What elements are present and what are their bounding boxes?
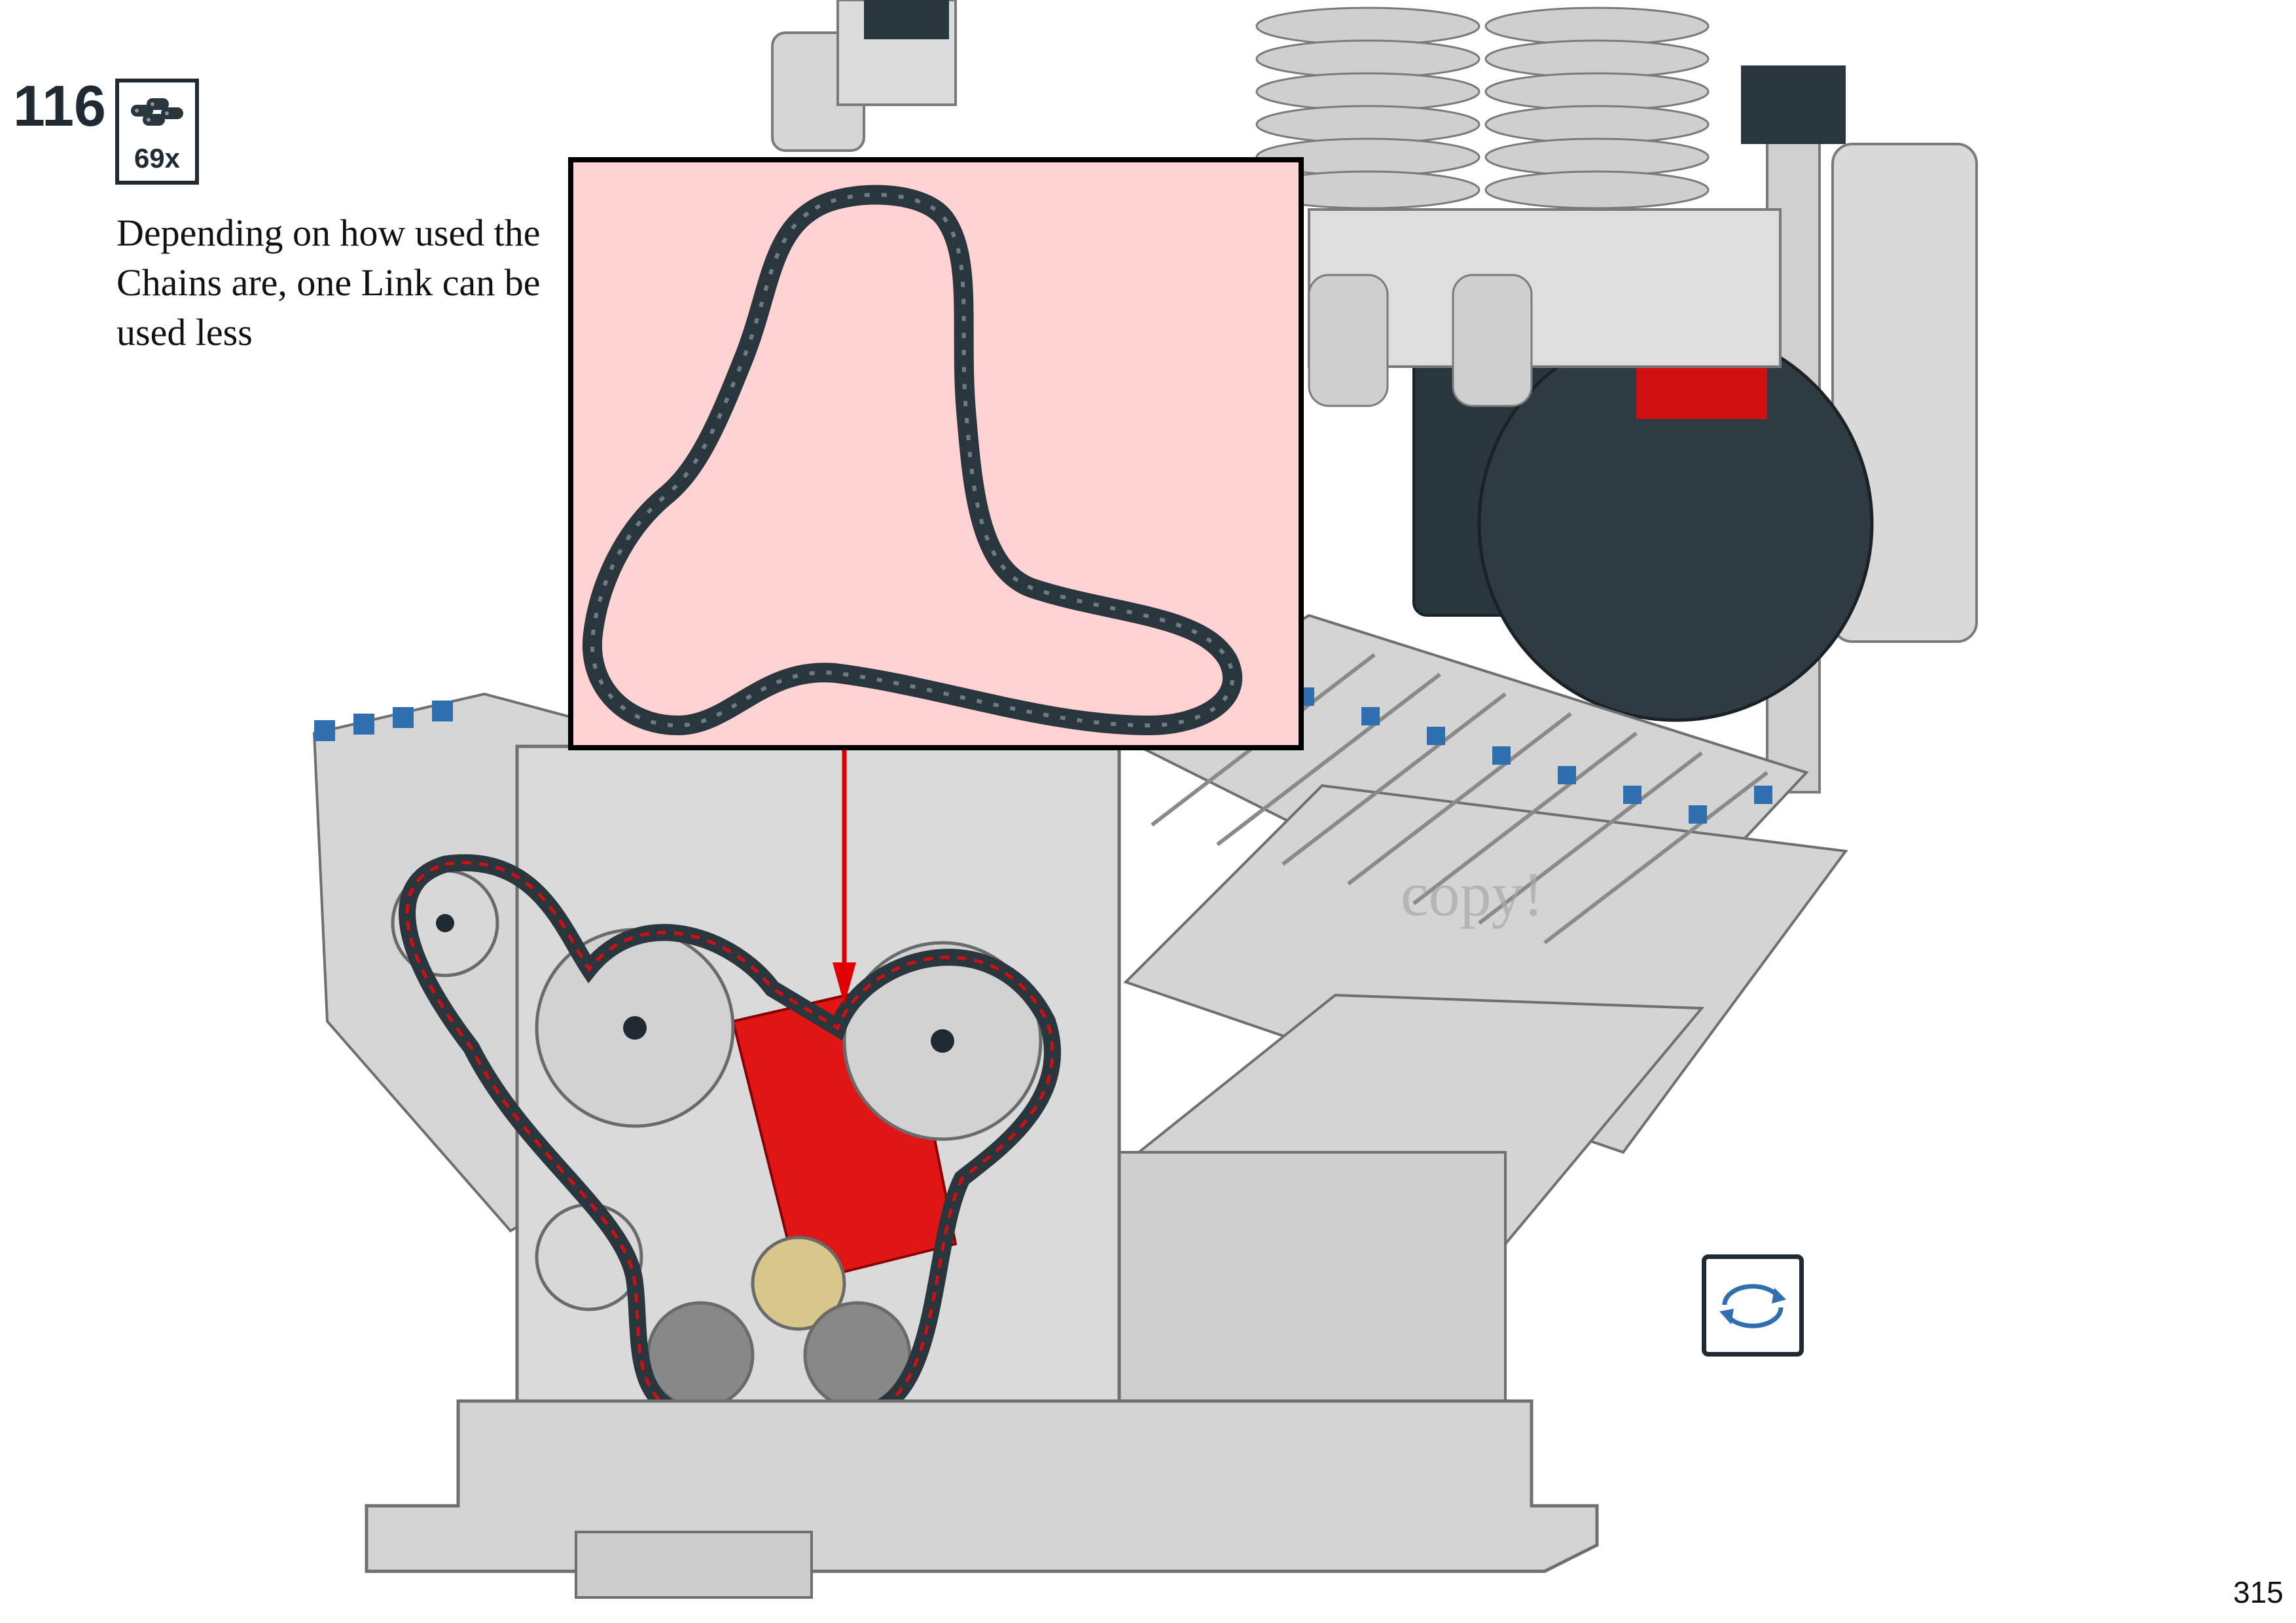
chain-loop-diagram [582,185,1242,735]
page-number: 315 [2233,1575,2284,1609]
cylinder-fins [1255,7,1710,210]
watermark-text: copy! [1401,859,1544,929]
chain-link-icon [131,98,183,126]
callout-box [568,157,1304,750]
instruction-note: Depending on how used the Chains are, on… [117,211,541,354]
rotate-model-box [1702,1254,1804,1357]
rotate-model-icon [1719,1284,1786,1328]
step-number: 116 [13,73,106,138]
engine-model-illustration [312,0,1978,1599]
parts-list-box: 69x [115,79,199,185]
callout-arrow [833,746,856,1005]
parts-quantity: 69x [134,143,181,173]
